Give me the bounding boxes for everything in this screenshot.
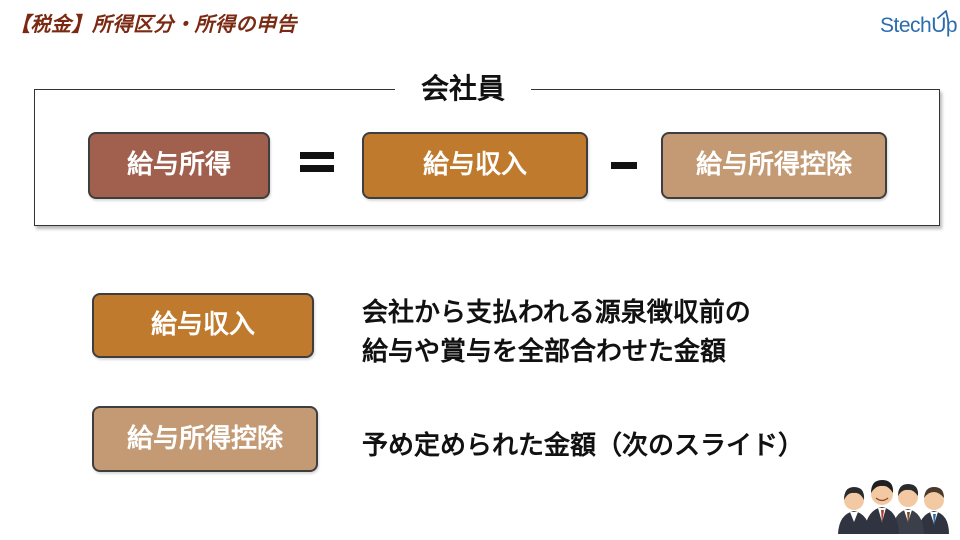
logo-arrow-icon	[937, 10, 949, 21]
logo-text: StechUp	[880, 14, 958, 37]
definition-text-revenue-line1: 会社から支払われる源泉徴収前の	[362, 298, 751, 328]
slide-title: 【税金】所得区分・所得の申告	[10, 12, 297, 36]
formula-box-label: 会社員	[395, 68, 531, 110]
definition-text-revenue-line2: 給与や賞与を全部合わせた金額	[362, 337, 727, 367]
salary-revenue-box: 給与収入	[362, 132, 588, 199]
salary-deduction-box: 給与所得控除	[661, 132, 887, 199]
minus-icon	[611, 162, 637, 169]
definition-term-deduction: 給与所得控除	[92, 406, 318, 472]
definition-text-deduction: 予め定められた金額（次のスライド）	[362, 431, 805, 461]
definition-term-revenue: 給与収入	[92, 293, 314, 358]
stechup-logo: StechUp	[880, 10, 958, 44]
salary-income-box: 給与所得	[88, 132, 270, 199]
equals-icon	[300, 147, 334, 175]
business-people-icon	[838, 480, 949, 534]
